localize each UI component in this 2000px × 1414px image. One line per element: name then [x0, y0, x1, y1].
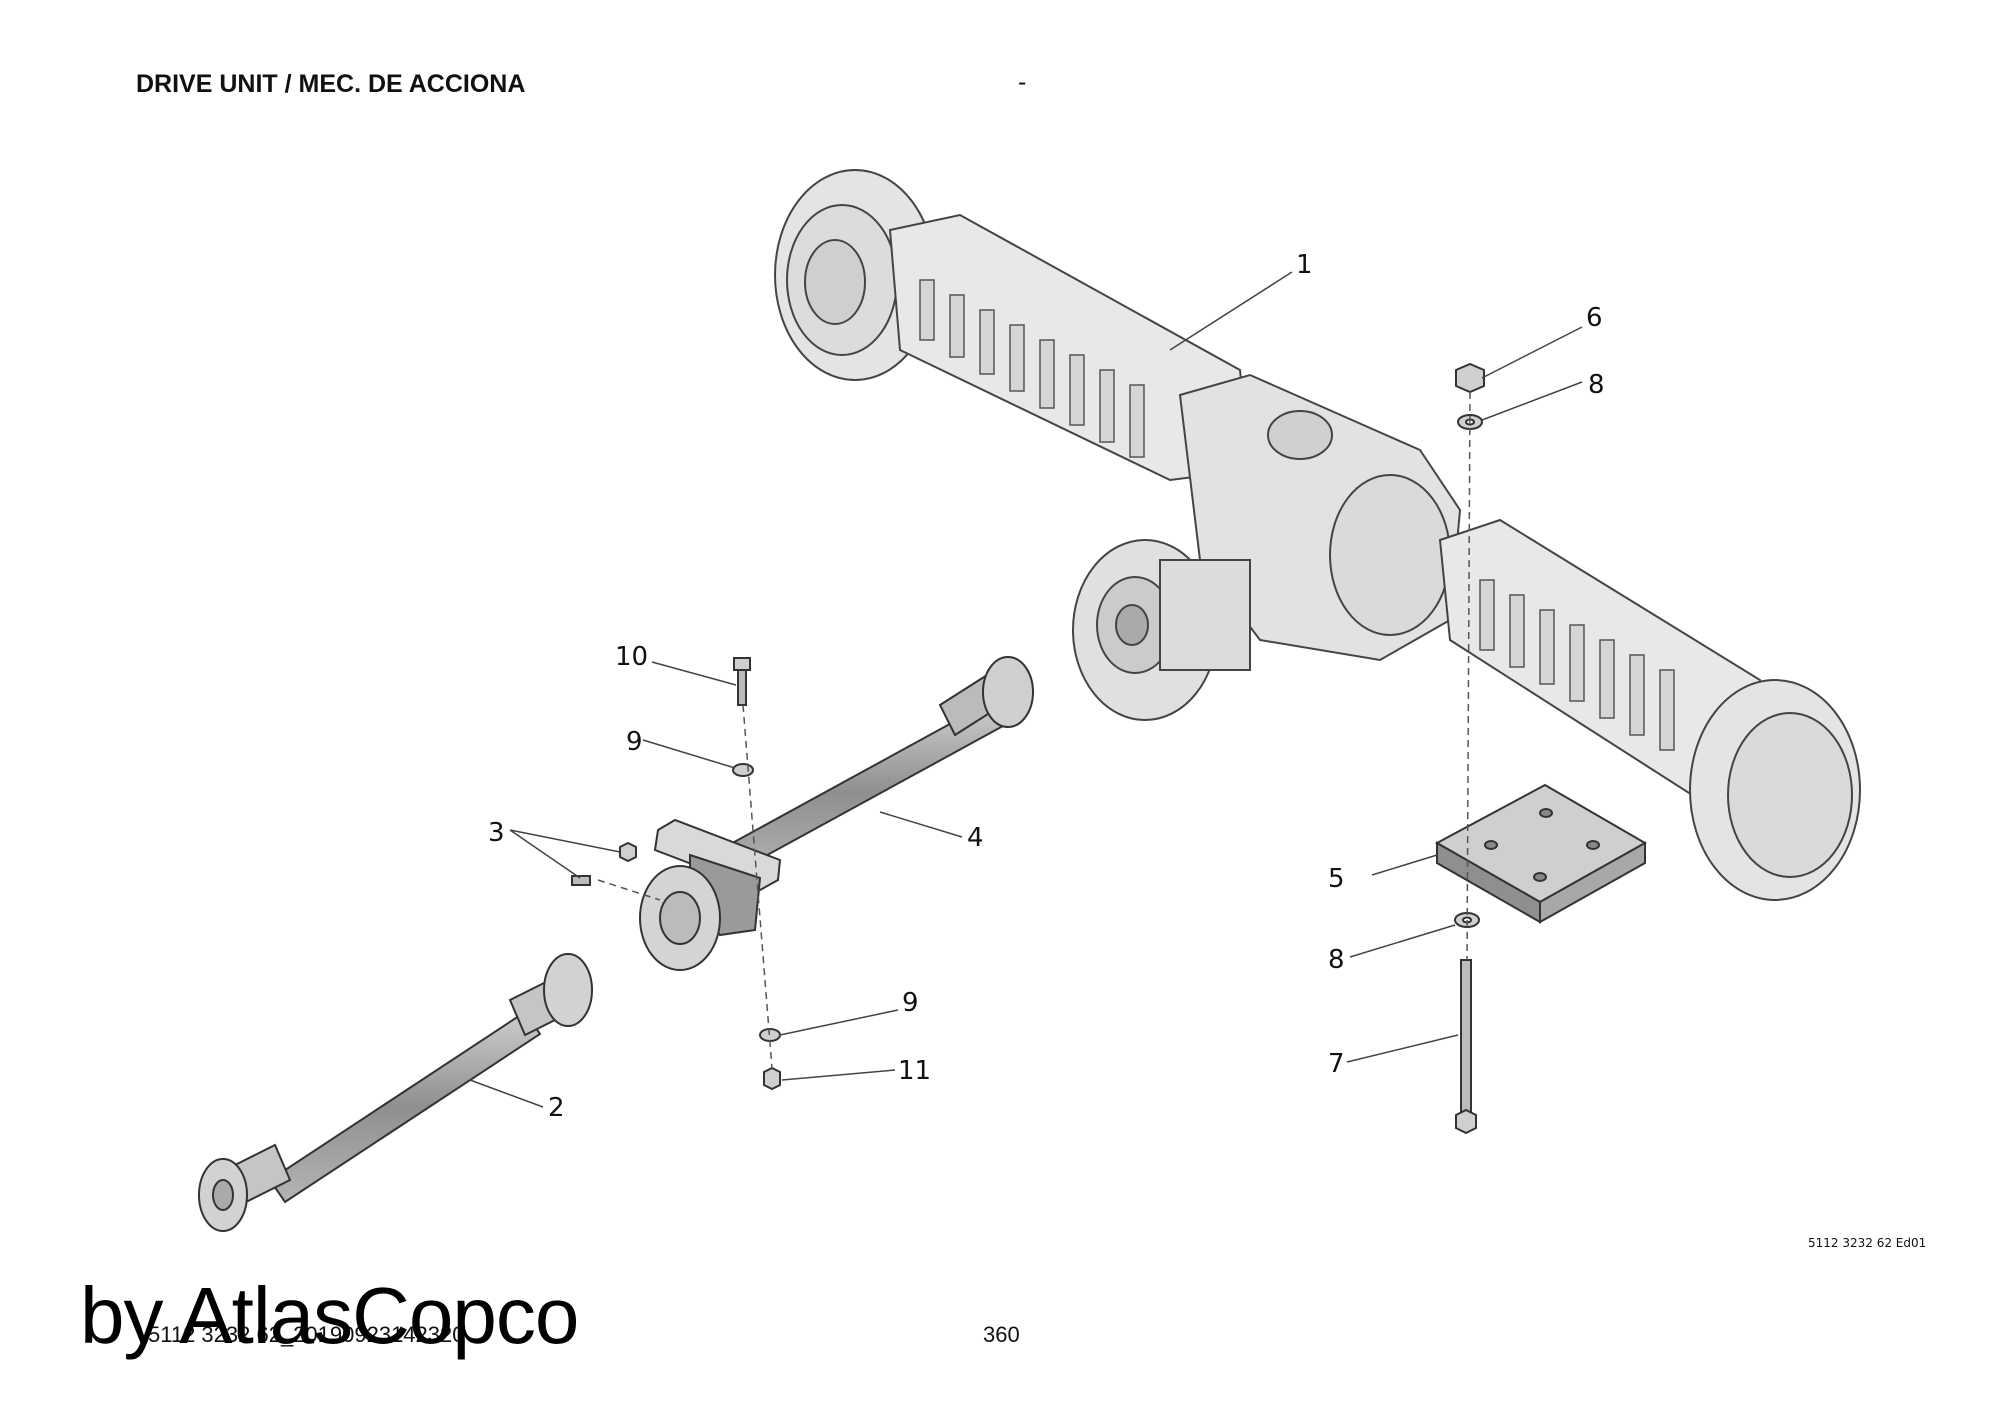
callout-9a: 9	[626, 727, 643, 757]
drawing-code: 5112 3232 62 Ed01	[1808, 1236, 1927, 1250]
page-title: DRIVE UNIT / MEC. DE ACCIONA	[136, 70, 526, 98]
callout-11: 11	[898, 1056, 931, 1086]
callout-1: 1	[1296, 250, 1313, 280]
cardan-shaft-lower	[198, 953, 593, 1232]
callout-4: 4	[967, 823, 984, 853]
cardan-shaft-upper	[639, 656, 1034, 971]
callout-8b: 8	[1328, 945, 1345, 975]
callout-8a: 8	[1588, 370, 1605, 400]
callout-2: 2	[548, 1093, 565, 1123]
callout-7: 7	[1328, 1049, 1345, 1079]
callout-3: 3	[488, 818, 505, 848]
callout-9b: 9	[902, 988, 919, 1018]
page-number: 360	[983, 1322, 1020, 1347]
callout-10: 10	[615, 642, 648, 672]
axle-housing	[774, 169, 1861, 901]
leader-lines	[469, 271, 1583, 1108]
fasteners	[571, 362, 1485, 1135]
callout-6: 6	[1586, 303, 1603, 333]
callout-labels: 1 2 3 4 5 6 7 8 8 9 9 10 11	[488, 250, 1605, 1123]
assembly-lines	[597, 391, 1471, 1069]
title-separator: -	[1018, 68, 1027, 96]
mounting-plate	[1434, 783, 1648, 924]
document-reference: 5112 3232 62_20190923142320	[148, 1322, 465, 1347]
callout-5: 5	[1328, 864, 1345, 894]
watermark: by AtlasCopco	[80, 1271, 579, 1360]
